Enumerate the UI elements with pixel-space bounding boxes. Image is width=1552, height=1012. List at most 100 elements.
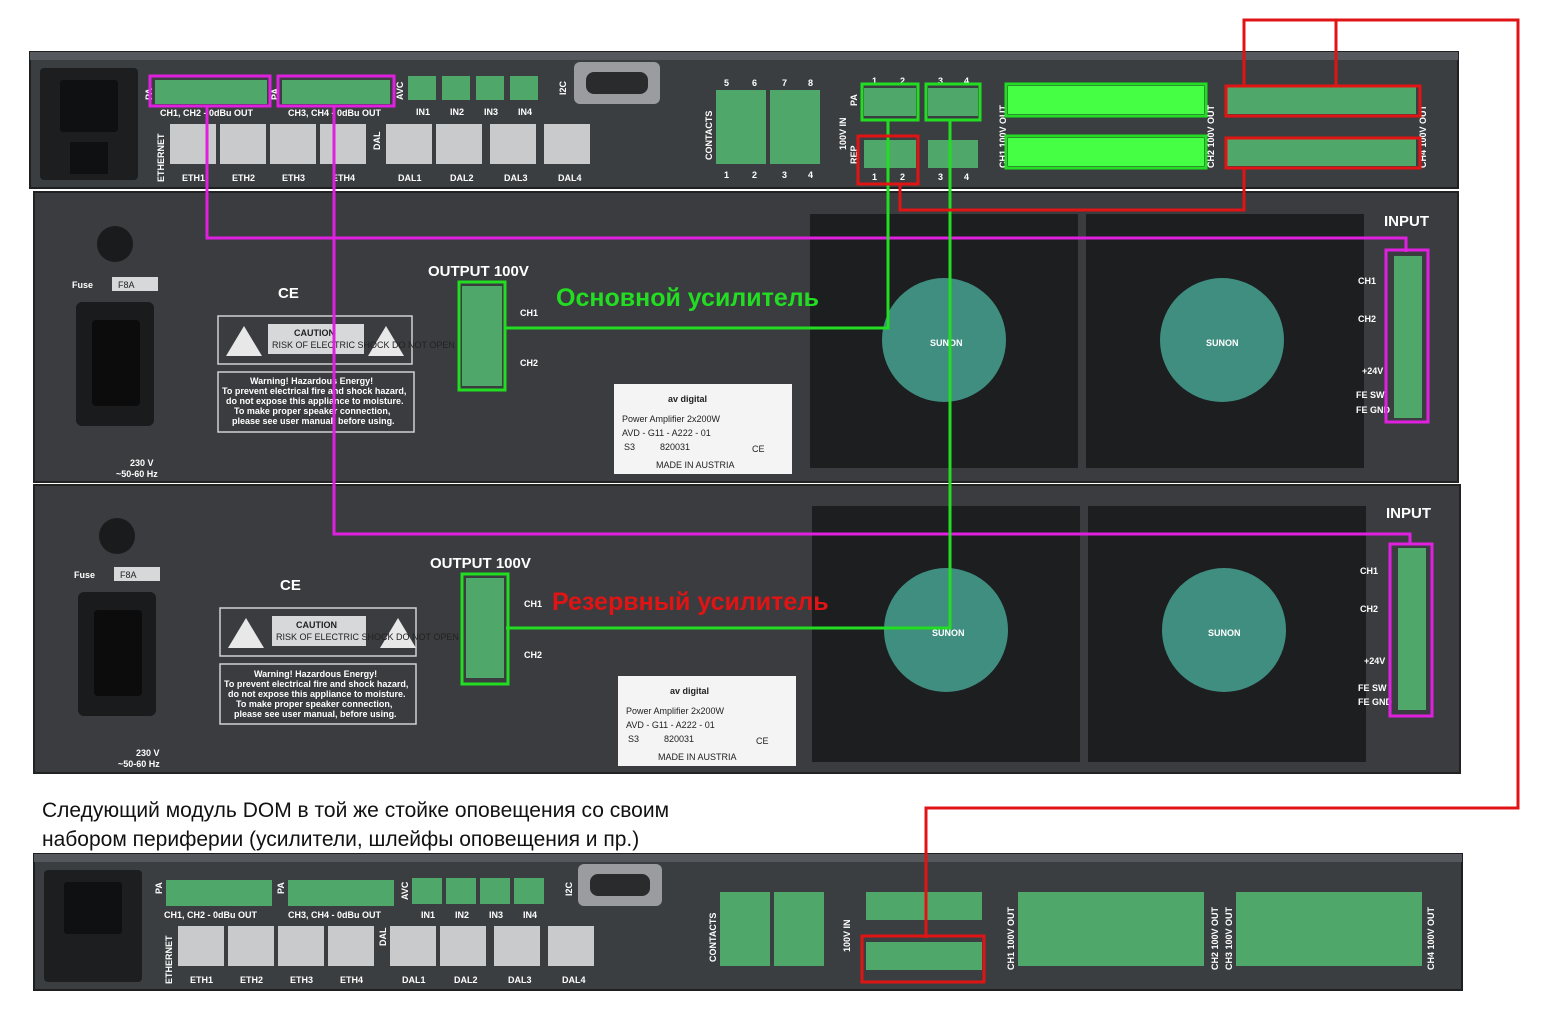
dom-unit-bottom: PA PA CH1, CH2 - 0dBu OUT CH3, CH4 - 0dB… bbox=[33, 853, 1463, 991]
ch3-out-terminals-b[interactable] bbox=[1236, 892, 1422, 966]
ch1-out-label-b: CH1 100V OUT bbox=[1006, 906, 1016, 970]
green-wire-backup bbox=[506, 120, 952, 630]
ch3-out-terminals[interactable] bbox=[1226, 86, 1416, 114]
avc-in2-terminal[interactable] bbox=[442, 76, 470, 100]
dal1-port-b[interactable] bbox=[390, 926, 436, 966]
output-ch2-label: CH2 bbox=[520, 358, 538, 368]
avc-in1-label-b: IN1 bbox=[421, 910, 435, 920]
eth2-port-b[interactable] bbox=[228, 926, 274, 966]
red-wire-next-dom bbox=[924, 18, 1520, 938]
input-fegnd-label-2: FE GND bbox=[1358, 697, 1393, 707]
ch1-out-terminals-bottom[interactable] bbox=[1008, 138, 1204, 166]
eth4-label-b: ETH4 bbox=[340, 975, 363, 985]
avc-in1-terminal[interactable] bbox=[408, 76, 436, 100]
avc-in2-terminal-b[interactable] bbox=[446, 878, 476, 904]
input-terminal-2[interactable] bbox=[1398, 548, 1426, 710]
dal3-label: DAL3 bbox=[504, 173, 528, 183]
eth2-port[interactable] bbox=[220, 124, 266, 164]
red-wire-rep bbox=[898, 168, 1246, 212]
caution-sub-2: RISK OF ELECTRIC SHOCK DO NOT OPEN bbox=[276, 632, 459, 642]
contacts-terminal-2[interactable] bbox=[770, 90, 820, 164]
avc-in3-terminal-b[interactable] bbox=[480, 878, 510, 904]
magenta-box-pa2 bbox=[276, 74, 396, 108]
warning-line-1-2: Warning! Hazardous Energy! bbox=[254, 669, 377, 679]
ch4-out-label-b: CH4 100V OUT bbox=[1426, 906, 1436, 970]
pa-out-terminal-b1[interactable] bbox=[166, 880, 272, 906]
ch1-out-terminals[interactable] bbox=[1008, 86, 1204, 114]
pa-out-terminal-1[interactable] bbox=[155, 80, 267, 104]
fan-left-icon bbox=[882, 278, 1006, 402]
fuse-value-2: F8A bbox=[120, 570, 137, 580]
input-ch1-label: CH1 bbox=[1358, 276, 1376, 286]
pa-in-terminal-2[interactable] bbox=[928, 88, 978, 116]
rep-in-terminal-2[interactable] bbox=[928, 140, 978, 168]
eth4-port[interactable] bbox=[320, 124, 366, 164]
ce-mark-2: CE bbox=[280, 577, 301, 594]
contacts-top-5: 5 bbox=[724, 78, 729, 88]
serial-number-2: 820031 bbox=[664, 734, 694, 744]
dal2-port[interactable] bbox=[436, 124, 482, 164]
contacts-terminal-b2[interactable] bbox=[774, 892, 824, 966]
dal3-port-b[interactable] bbox=[494, 926, 540, 966]
fan-right-icon-2 bbox=[1162, 568, 1286, 692]
ethernet-label-b: ETHERNET bbox=[164, 935, 174, 984]
pa-out-terminal-2[interactable] bbox=[282, 80, 390, 104]
contacts-label: CONTACTS bbox=[704, 111, 714, 160]
avc-in4-terminal[interactable] bbox=[510, 76, 538, 100]
eth1-label: ETH1 bbox=[182, 173, 205, 183]
eth4-port-b[interactable] bbox=[328, 926, 374, 966]
avc-in3-terminal[interactable] bbox=[476, 76, 504, 100]
warning-triangle-icon bbox=[226, 326, 262, 356]
pa-in-terminal-1[interactable] bbox=[864, 88, 916, 116]
ch1-out-terminals-b[interactable] bbox=[1018, 892, 1204, 966]
contacts-terminal-b1[interactable] bbox=[720, 892, 770, 966]
pa-label-b: PA bbox=[154, 882, 164, 894]
dal2-label: DAL2 bbox=[450, 173, 474, 183]
pa-in-label: PA bbox=[849, 94, 859, 106]
serial-number: 820031 bbox=[660, 442, 690, 452]
output-terminal-2[interactable] bbox=[466, 578, 504, 678]
dal2-port-b[interactable] bbox=[440, 926, 486, 966]
output-terminal[interactable] bbox=[462, 286, 502, 386]
power-inlet-icon bbox=[40, 68, 138, 180]
red-box-rep bbox=[856, 134, 920, 186]
contacts-bottom-3: 3 bbox=[782, 170, 787, 180]
pa-in-terminal-b[interactable] bbox=[866, 892, 982, 920]
frequency-label-2: ~50-60 Hz bbox=[118, 759, 160, 769]
input-ch2-label: CH2 bbox=[1358, 314, 1376, 324]
contacts-top-6: 6 bbox=[752, 78, 757, 88]
made-in-label-2: MADE IN AUSTRIA bbox=[658, 752, 737, 762]
contacts-label-b: CONTACTS bbox=[708, 913, 718, 962]
avc-in1-terminal-b[interactable] bbox=[412, 878, 442, 904]
rep-in-terminal-b[interactable] bbox=[866, 942, 982, 970]
warning-line-4-2: To make proper speaker connection, bbox=[236, 699, 392, 709]
contacts-terminal-1[interactable] bbox=[716, 90, 766, 164]
rep-in-terminal-1[interactable] bbox=[864, 140, 916, 168]
dal4-port-b[interactable] bbox=[548, 926, 594, 966]
eth3-label: ETH3 bbox=[282, 173, 305, 183]
contacts-bottom-4: 4 bbox=[808, 170, 813, 180]
pa-out-terminal-b2[interactable] bbox=[288, 880, 394, 906]
dal4-port[interactable] bbox=[544, 124, 590, 164]
dal3-port[interactable] bbox=[490, 124, 536, 164]
ch2-out-label-b: CH2 100V OUT bbox=[1210, 906, 1220, 970]
eth3-port[interactable] bbox=[270, 124, 316, 164]
dal1-port[interactable] bbox=[386, 124, 432, 164]
eth1-port[interactable] bbox=[170, 124, 216, 164]
eth1-port-b[interactable] bbox=[178, 926, 224, 966]
avc-in3-label: IN3 bbox=[484, 107, 498, 117]
pa-label-b2: PA bbox=[276, 882, 286, 894]
ethernet-label: ETHERNET bbox=[156, 133, 166, 182]
backup-amp-annotation: Резервный усилитель bbox=[552, 588, 829, 616]
avc-in2-label: IN2 bbox=[450, 107, 464, 117]
eth4-label: ETH4 bbox=[332, 173, 355, 183]
green-box-output-1 bbox=[457, 280, 507, 392]
warning-box-2 bbox=[219, 663, 417, 725]
ch3-out-terminals-bottom[interactable] bbox=[1226, 138, 1416, 166]
caution-box bbox=[217, 315, 413, 365]
input-label: INPUT bbox=[1384, 213, 1429, 230]
green-box-output-2 bbox=[460, 572, 510, 686]
eth3-port-b[interactable] bbox=[278, 926, 324, 966]
avc-in4-terminal-b[interactable] bbox=[514, 878, 544, 904]
input-terminal[interactable] bbox=[1394, 256, 1422, 418]
